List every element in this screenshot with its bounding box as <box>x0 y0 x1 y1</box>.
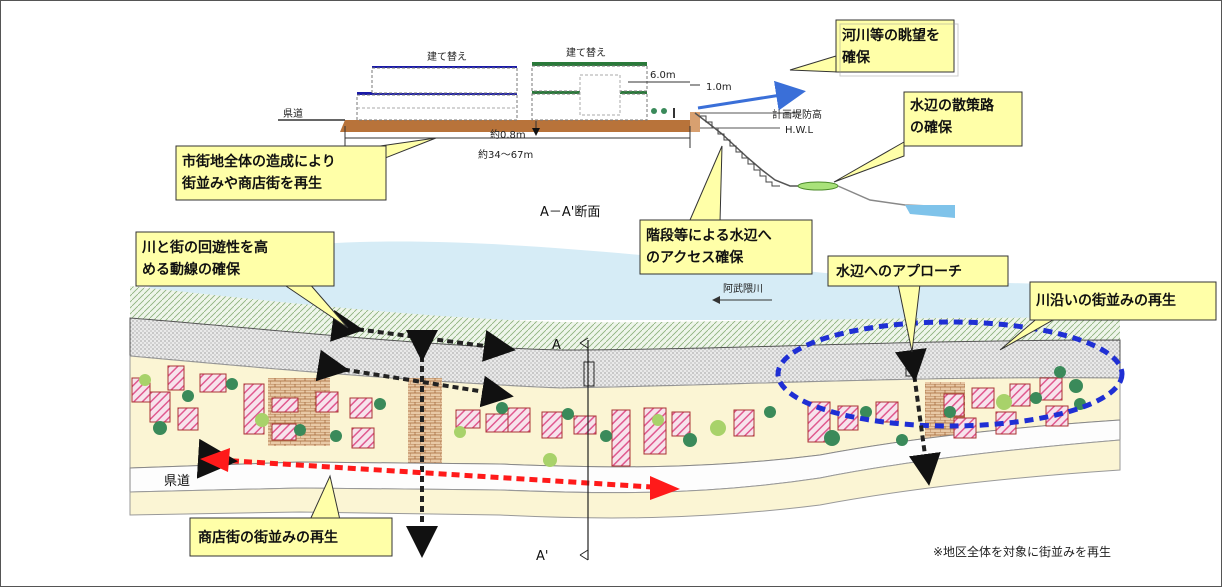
svg-text:川と街の回遊性を高: 川と街の回遊性を高 <box>141 239 268 256</box>
callout-townscape: 市街地全体の造成により 街並みや商店街を再生 <box>175 137 437 201</box>
plaza-brick <box>408 378 442 470</box>
svg-text:水辺の散策路: 水辺の散策路 <box>910 97 995 114</box>
callout-waterside-path: 水辺の散策路 の確保 <box>833 91 1023 183</box>
callout-approach: 水辺へのアプローチ <box>827 255 1009 353</box>
levee-height-label: 計画堤防高 <box>772 108 822 121</box>
section-caption: A－A'断面 <box>540 205 600 220</box>
svg-text:階段等による水辺へ: 階段等による水辺へ <box>646 227 772 244</box>
water-icon <box>905 205 955 218</box>
width-label: 約34～67m <box>478 148 533 161</box>
svg-text:川沿いの街並みの再生: 川沿いの街並みの再生 <box>1035 292 1176 309</box>
svg-text:街並みや商店街を再生: 街並みや商店街を再生 <box>181 175 322 192</box>
building-rebuild-1 <box>356 66 518 121</box>
red-arrowhead-right <box>650 476 680 500</box>
waterside-path-mark <box>797 181 839 191</box>
callout-shopping-street: 商店街の街並みの再生 <box>189 474 393 557</box>
svg-text:のアクセス確保: のアクセス確保 <box>646 249 744 266</box>
raised-ground <box>340 120 700 132</box>
rebuild-label-1: 建て替え <box>427 50 467 63</box>
view-arrow <box>697 80 806 111</box>
stairs-mark <box>583 361 595 387</box>
plan-road-label: 県道 <box>164 474 190 489</box>
stairs-mark <box>905 351 917 377</box>
svg-text:確保: 確保 <box>842 49 871 66</box>
svg-text:める動線の確保: める動線の確保 <box>142 261 241 278</box>
shopping-street-arrow <box>196 438 669 491</box>
tree-icon <box>651 108 657 114</box>
red-arrowhead-left <box>200 448 230 472</box>
depth-label: 約0.8m <box>490 128 526 141</box>
riverside-highlight-ellipse <box>775 319 1125 429</box>
section-label-a-prime: A' <box>536 549 548 564</box>
cross-section: 建て替え 建て替え 6.0m 1.0m 県道 計画堤防高 H.W.L 約0.8m… <box>278 46 956 220</box>
svg-text:水辺へのアプローチ: 水辺へのアプローチ <box>836 263 962 280</box>
tree-icon <box>661 108 667 114</box>
rebuild-label-2: 建て替え <box>566 46 606 59</box>
circulation-arrows <box>315 310 941 558</box>
hwl-label: H.W.L <box>785 125 813 136</box>
section-label-a: A <box>552 338 561 353</box>
callout-river-view: 河川等の眺望を 確保 <box>789 19 959 77</box>
svg-text:河川等の眺望を: 河川等の眺望を <box>842 27 940 44</box>
svg-text:の確保: の確保 <box>910 119 953 136</box>
svg-text:商店街の街並みの再生: 商店街の街並みの再生 <box>198 529 338 546</box>
person-icon <box>673 108 675 118</box>
section-road-label: 県道 <box>283 107 303 120</box>
dim-1m-label: 1.0m <box>706 82 732 93</box>
callout-circulation: 川と街の回遊性を高 める動線の確保 <box>135 231 349 329</box>
dim-6m-label: 6.0m <box>650 70 676 81</box>
callout-stairs-access: 階段等による水辺へ のアクセス確保 <box>639 145 813 275</box>
river-area <box>130 241 1120 320</box>
building-rebuild-2 <box>531 62 648 121</box>
plan-view: 阿武隈川 県道 A A' ※地区全体を対象に街並みを再生 <box>129 241 1125 564</box>
south-block <box>129 439 1121 519</box>
note-text: ※地区全体を対象に街並みを再生 <box>933 544 1111 559</box>
river-name: 阿武隈川 <box>723 282 763 295</box>
callout-riverside-street: 川沿いの街並みの再生 <box>999 281 1217 351</box>
trees <box>139 366 1086 467</box>
svg-text:市街地全体の造成により: 市街地全体の造成により <box>182 153 336 170</box>
